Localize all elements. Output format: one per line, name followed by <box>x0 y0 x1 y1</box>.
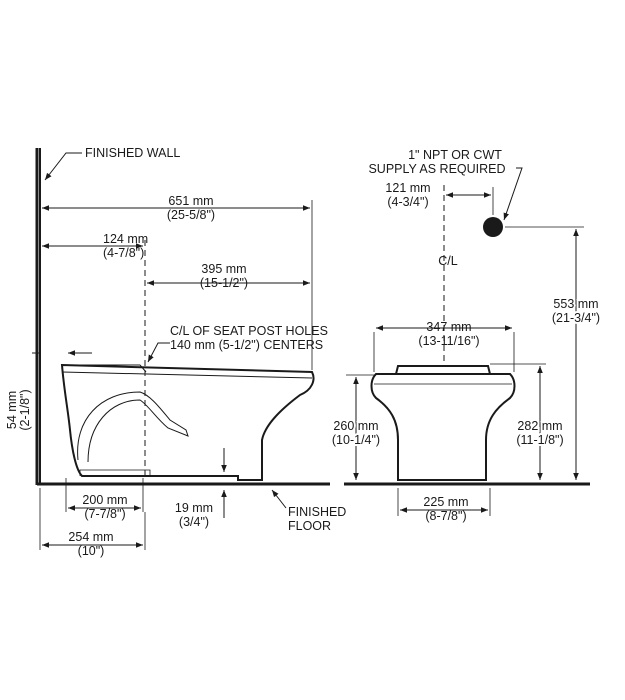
centerline-label: C/L <box>438 254 458 268</box>
dim-200-mm: 200 mm <box>82 493 127 507</box>
dim-260-in: (10-1/4") <box>332 433 380 447</box>
dim-395-mm: 395 mm <box>201 262 246 276</box>
toilet-front-body <box>370 373 516 481</box>
dim-254-mm: 254 mm <box>68 530 113 544</box>
finished-floor-leader <box>271 489 287 509</box>
dim-124-mm: 124 mm <box>103 232 148 246</box>
dim-553-mm: 553 mm <box>553 297 598 311</box>
dim-651-in: (25-5/8") <box>167 208 215 222</box>
side-view: 651 mm (25-5/8") 124 mm (4-7/8") 395 mm … <box>5 146 346 558</box>
toilet-side-body <box>60 363 315 481</box>
dim-121-mm: 121 mm <box>385 181 430 195</box>
supply-leader <box>503 167 523 221</box>
dim-260-mm: 260 mm <box>333 419 378 433</box>
dim-282-in: (11-1/8") <box>516 433 563 447</box>
dim-19-mm: 19 mm <box>175 501 213 515</box>
toilet-seat-line <box>61 371 313 379</box>
front-view: C/L 1" NPT OR CWT SUPPLY AS REQUIRED 121… <box>330 148 602 523</box>
dim-651-mm: 651 mm <box>168 194 213 208</box>
dim-553-in: (21-3/4") <box>552 311 600 325</box>
dim-200-in: (7-7/8") <box>84 507 125 521</box>
supply-dot <box>483 217 503 237</box>
dim-225-in: (8-7/8") <box>425 509 466 523</box>
toilet-rim-top <box>62 364 147 373</box>
finished-wall-leader <box>44 152 82 181</box>
dim-347-mm: 347 mm <box>426 320 471 334</box>
finished-wall-label: FINISHED WALL <box>85 146 180 160</box>
toilet-front-seat <box>394 365 492 375</box>
dim-54-in: (2-1/8") <box>18 389 32 430</box>
dim-54-mm: 54 mm <box>5 391 19 429</box>
dim-19-in: (3/4") <box>179 515 209 529</box>
seat-post-label-1: C/L OF SEAT POST HOLES <box>170 324 328 338</box>
supply-label-2: SUPPLY AS REQUIRED <box>368 162 505 176</box>
supply-label-1: 1" NPT OR CWT <box>408 148 502 162</box>
finished-floor-label-1: FINISHED <box>288 505 346 519</box>
toilet-outlet <box>79 469 151 476</box>
finished-floor-label-2: FLOOR <box>288 519 331 533</box>
dim-347-in: (13-11/16") <box>418 334 479 348</box>
seat-post-leader <box>147 342 170 363</box>
dim-282-mm: 282 mm <box>517 419 562 433</box>
dim-254-in: (10") <box>78 544 105 558</box>
toilet-bowl-trap <box>77 391 189 463</box>
dim-395-in: (15-1/2") <box>200 276 248 290</box>
dim-121-in: (4-3/4") <box>387 195 428 209</box>
dim-225-mm: 225 mm <box>423 495 468 509</box>
dim-124-in: (4-7/8") <box>103 246 144 260</box>
seat-post-label-2: 140 mm (5-1/2") CENTERS <box>170 338 323 352</box>
